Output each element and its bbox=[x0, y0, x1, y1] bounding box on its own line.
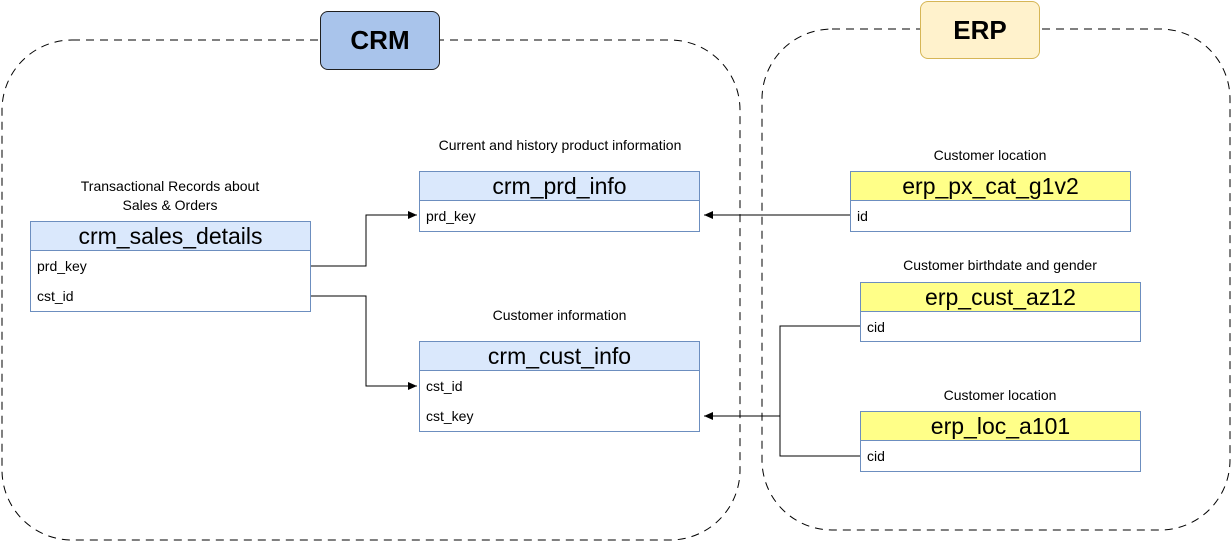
table-header: crm_sales_details bbox=[31, 222, 310, 251]
connector-cust-az12-cid bbox=[779, 325, 860, 416]
erp-loc-a101-caption: Customer location bbox=[943, 387, 1057, 403]
erp-group-label: ERP bbox=[920, 1, 1040, 59]
table-header: crm_prd_info bbox=[420, 172, 699, 201]
crm-group-label: CRM bbox=[320, 11, 440, 70]
table-field: prd_key bbox=[426, 208, 476, 224]
table-header: crm_cust_info bbox=[420, 342, 699, 371]
erp-px-cat-g1v2-table[interactable]: erp_px_cat_g1v2 id bbox=[850, 171, 1131, 232]
table-field: cst_id bbox=[426, 378, 463, 394]
table-field: cst_id bbox=[37, 288, 74, 304]
erp-cust-az12-caption: Customer birthdate and gender bbox=[903, 257, 1097, 273]
crm-prd-info-caption: Current and history product information bbox=[438, 137, 682, 153]
erp-loc-a101-table[interactable]: erp_loc_a101 cid bbox=[860, 411, 1141, 472]
table-field: prd_key bbox=[37, 258, 87, 274]
erp-group-boundary bbox=[761, 28, 1231, 531]
table-field: id bbox=[857, 208, 868, 224]
table-field: cid bbox=[867, 319, 885, 335]
table-header: erp_px_cat_g1v2 bbox=[851, 172, 1130, 201]
caption-line: Transactional Records about bbox=[80, 178, 260, 194]
connector-loc-a101-cid bbox=[704, 412, 860, 457]
crm-cust-info-table[interactable]: crm_cust_info cst_id cst_key bbox=[419, 341, 700, 432]
crm-cust-info-caption: Customer information bbox=[492, 307, 627, 323]
crm-sales-details-caption: Transactional Records about Sales & Orde… bbox=[30, 177, 310, 215]
connector-sales-prd-key bbox=[311, 211, 417, 267]
erp-cust-az12-table[interactable]: erp_cust_az12 cid bbox=[860, 282, 1141, 342]
crm-sales-details-table[interactable]: crm_sales_details prd_key cst_id bbox=[30, 221, 311, 312]
table-header: erp_cust_az12 bbox=[861, 283, 1140, 312]
table-field: cid bbox=[867, 448, 885, 464]
table-header: erp_loc_a101 bbox=[861, 412, 1140, 441]
table-field: cst_key bbox=[426, 408, 474, 424]
caption-line: Sales & Orders bbox=[122, 197, 218, 213]
connector-sales-cst-id bbox=[311, 295, 417, 390]
crm-prd-info-table[interactable]: crm_prd_info prd_key bbox=[419, 171, 700, 232]
erp-px-cat-caption: Customer location bbox=[933, 147, 1047, 163]
